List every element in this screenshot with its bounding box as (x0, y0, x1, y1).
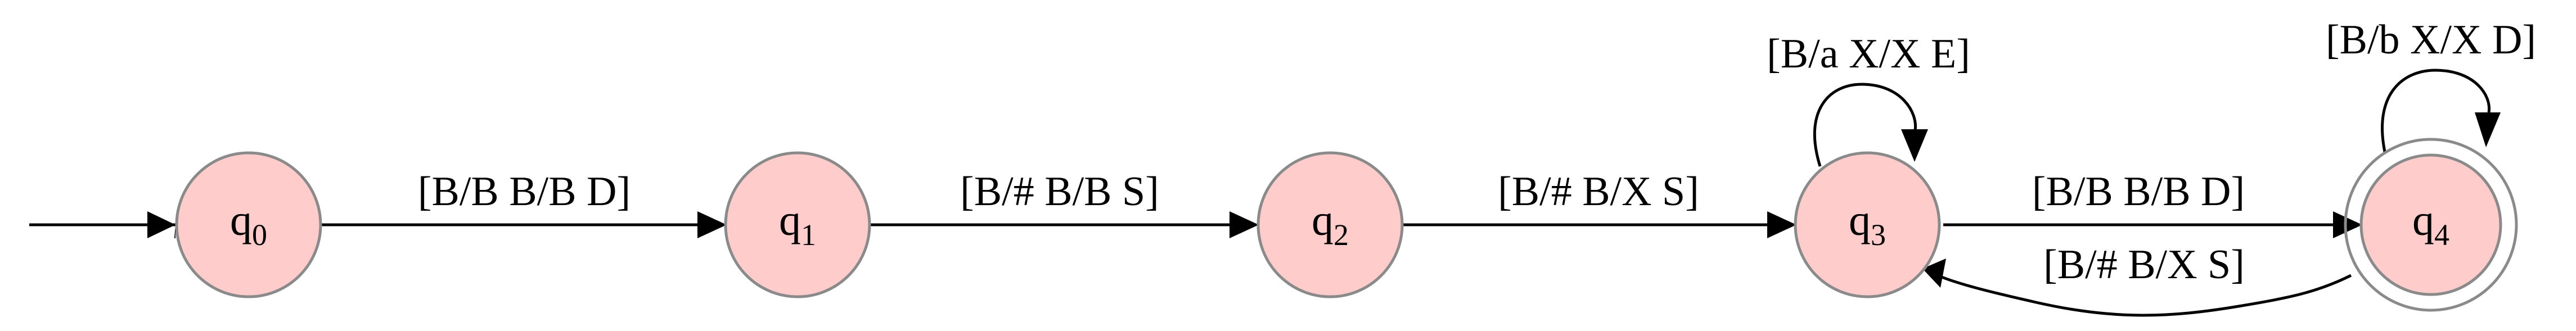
state-q2: q2 (1257, 151, 1404, 298)
state-q1: q1 (724, 151, 871, 298)
edge-label-q3-q3: [B/a X/X E] (1767, 31, 1970, 77)
edge-label-q4-q3: [B/# B/X S] (2043, 242, 2245, 288)
state-label-q3: q3 (1849, 196, 1886, 252)
edge-label-q2-q3: [B/# B/X S] (1498, 169, 1699, 215)
state-label-q4: q4 (2412, 196, 2449, 252)
state-label-q0: q0 (230, 196, 267, 252)
state-q4: q4 (2344, 138, 2518, 312)
state-q3: q3 (1794, 151, 1941, 298)
initial-arrowhead (174, 211, 175, 238)
edge-q4-q4-arrowhead (2475, 112, 2501, 147)
edge-q3-q4-arrowhead (2333, 211, 2362, 238)
state-label-q2: q2 (1312, 196, 1349, 252)
state-q0: q0 (175, 151, 322, 298)
edge-label-q0-q1: [B/B B/B D] (418, 169, 631, 215)
edge-label-q1-q2: [B/# B/B S] (960, 169, 1159, 215)
state-label-q1: q1 (779, 196, 816, 252)
edge-q4-q3-arrowhead (1922, 259, 1946, 288)
edge-q2-q3-arrowhead (1767, 211, 1796, 238)
edge-q4-q4 (2381, 69, 2491, 152)
edge-q3-q3-arrowhead (1901, 129, 1928, 162)
edge-q3-q3 (1813, 83, 1917, 167)
edge-q0-q1-arrowhead (697, 211, 727, 238)
edge-label-q4-q4: [B/b X/X D] (2326, 17, 2536, 63)
edge-label-q3-q4: [B/B B/B D] (2032, 169, 2245, 215)
edge-q1-q2-arrowhead (1230, 211, 1259, 238)
initial-arrowhead-tip (147, 211, 175, 238)
edge-q4-q3 (1937, 274, 2352, 317)
